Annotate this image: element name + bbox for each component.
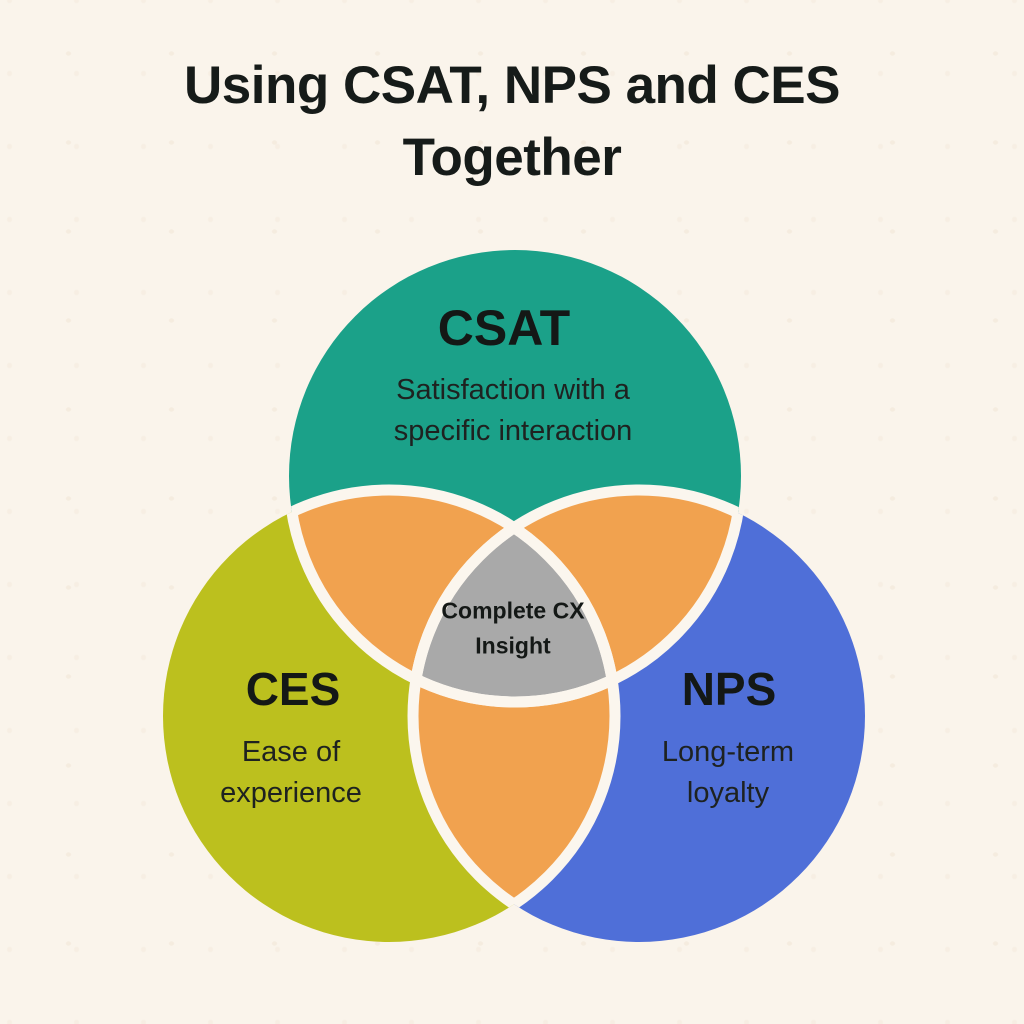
separator-arcs <box>289 484 741 702</box>
separator-arcs <box>413 490 747 942</box>
csat-description: Satisfaction with a specific interaction <box>393 373 633 447</box>
page-title: Using CSAT, NPS and CES Together <box>184 56 841 188</box>
csat-label: CSAT <box>437 300 571 356</box>
nps-description: Long-term loyalty <box>661 735 795 809</box>
csat-ces-overlap <box>289 490 615 702</box>
ces-description: Ease of experience <box>220 735 362 809</box>
csat-nps-overlap <box>413 490 741 702</box>
center-overlap-label: Complete CX Insight <box>441 597 585 659</box>
ces-label: CES <box>245 663 341 715</box>
nps-label: NPS <box>681 663 777 715</box>
